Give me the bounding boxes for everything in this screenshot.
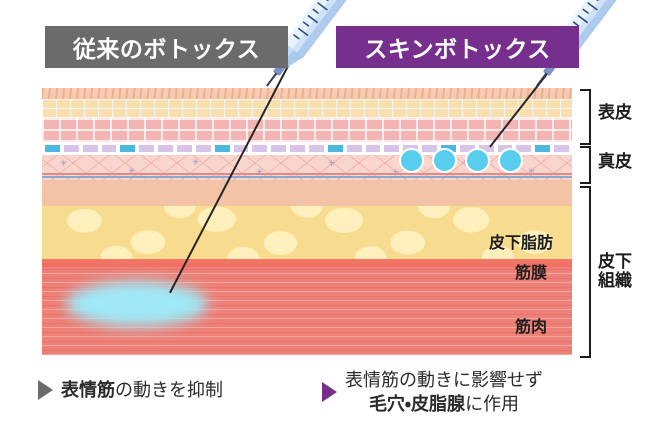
inner-label-fascia: 筋膜 — [515, 265, 548, 282]
title-badge-traditional: 従来のボトックス — [45, 26, 288, 68]
dermis-injection-deposit — [399, 148, 424, 173]
dermis-injection-deposit — [432, 148, 457, 173]
caption-skin-botox-line1: 表情筋の動きに影響せず — [345, 370, 543, 390]
basal-cell — [176, 144, 193, 153]
caption-skin-botox: 表情筋の動きに影響せず 毛穴・皮脂腺に作用 — [322, 368, 543, 417]
basal-cell — [289, 144, 307, 153]
basal-cell — [383, 144, 401, 153]
fibroblast-icon: ✳ — [328, 158, 336, 168]
title-badge-skin-botox: スキンボトックス — [336, 26, 579, 68]
play-triangle-icon-gray — [38, 380, 53, 401]
play-triangle-icon-purple — [322, 382, 337, 403]
fibroblast-icon: ✳ — [128, 166, 136, 176]
side-label-epidermis: 表皮 — [598, 103, 632, 122]
caption-skin-botox-line2-bold: 毛穴・皮脂腺 — [368, 394, 466, 415]
dermis-injection-deposit — [498, 148, 523, 173]
melanocyte-cell — [534, 144, 552, 153]
basal-cell — [157, 144, 175, 153]
bracket-epidermis — [580, 89, 591, 145]
adipocyte-texture — [42, 206, 572, 259]
caption-traditional: 表情筋の動きを抑制 — [38, 378, 223, 402]
basal-cell — [308, 144, 325, 153]
basal-cell — [270, 144, 288, 153]
basal-cell-row — [42, 144, 572, 153]
skin-cross-section: ✳ ✳ ✳ ✳ ✳ ✳ ✳ ✳ — [42, 88, 572, 355]
keratin-flake-layer — [42, 99, 572, 118]
caption-traditional-rest: の動きを抑制 — [115, 380, 223, 400]
basal-cell — [138, 144, 156, 153]
fascia-layer — [42, 259, 572, 267]
melanocyte-cell — [213, 144, 231, 153]
caption-traditional-text: 表情筋の動きを抑制 — [61, 378, 223, 402]
fibroblast-icon: ✳ — [192, 157, 200, 167]
melanocyte-cell — [44, 144, 61, 153]
dermis-injection-deposit — [465, 148, 490, 173]
spinous-cell-layer — [42, 118, 572, 142]
stratum-corneum-layer — [42, 88, 572, 99]
basal-cell — [553, 144, 571, 153]
basal-cell — [345, 144, 363, 153]
fibroblast-icon: ✳ — [528, 166, 536, 176]
muscle-injection-deposit — [66, 281, 208, 327]
bracket-subcutaneous — [580, 186, 591, 358]
basal-cell — [81, 144, 99, 153]
reticular-dermis-layer — [42, 180, 572, 206]
side-label-dermis: 真皮 — [598, 152, 632, 171]
fibroblast-icon: ✳ — [392, 167, 400, 177]
arteriole-vessel — [42, 173, 572, 175]
caption-skin-botox-line2: 毛穴・皮脂腺に作用 — [345, 392, 543, 416]
fibroblast-icon: ✳ — [256, 167, 264, 177]
basal-cell — [194, 144, 212, 153]
venule-vessel — [42, 176, 572, 178]
fibroblast-icon: ✳ — [60, 158, 68, 168]
basal-cell — [364, 144, 382, 153]
basal-cell — [251, 144, 269, 153]
melanocyte-cell — [119, 144, 137, 153]
caption-skin-botox-line2-rest: に作用 — [465, 394, 520, 415]
caption-traditional-bold: 表情筋 — [61, 380, 115, 400]
bracket-dermis — [580, 146, 591, 184]
dermis-layer: ✳ ✳ ✳ ✳ ✳ ✳ ✳ ✳ — [42, 155, 572, 180]
basal-cell — [62, 144, 80, 153]
side-label-subcutaneous-tissue: 皮下 組織 — [598, 252, 632, 291]
subcutaneous-fat-layer — [42, 206, 572, 259]
melanocyte-cell — [326, 144, 344, 153]
basal-cell — [100, 144, 118, 153]
basal-cell — [421, 144, 439, 153]
inner-label-subcutaneous-fat: 皮下脂肪 — [489, 235, 554, 252]
inner-label-muscle: 筋肉 — [515, 319, 548, 336]
caption-skin-botox-text: 表情筋の動きに影響せず 毛穴・皮脂腺に作用 — [345, 368, 543, 417]
